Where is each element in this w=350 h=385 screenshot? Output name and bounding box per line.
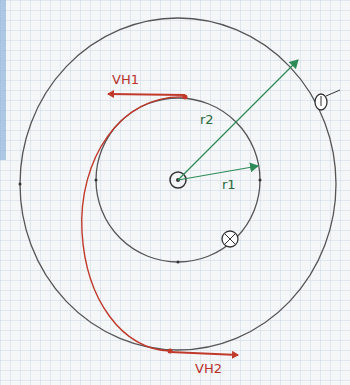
velocity-label: VH2 bbox=[195, 361, 222, 376]
radius-label: r1 bbox=[222, 177, 236, 192]
velocity-label: VH1 bbox=[112, 72, 139, 87]
radius-label: r2 bbox=[200, 112, 214, 127]
